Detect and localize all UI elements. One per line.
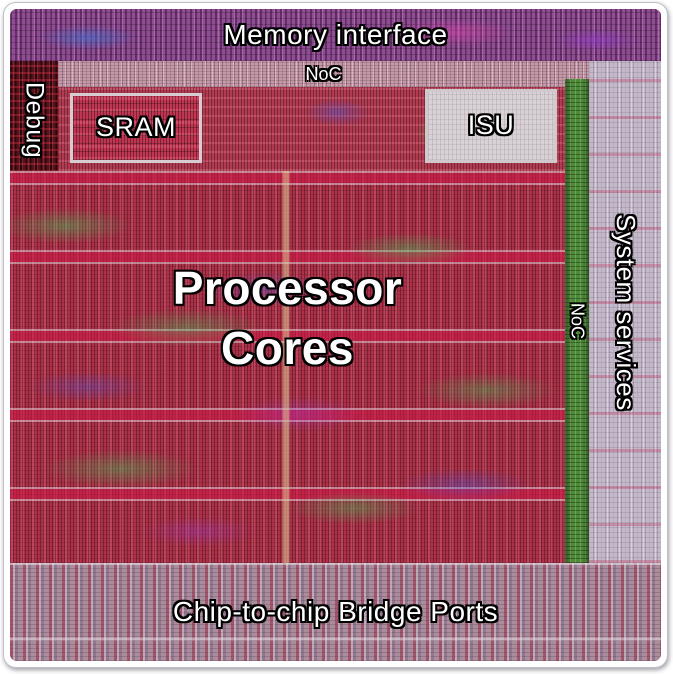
system-services-label: System services <box>610 213 641 411</box>
sram-label: SRAM <box>95 112 176 143</box>
processor-cores-line2: Cores <box>221 321 354 374</box>
processor-cores-line1: Processor <box>172 262 403 314</box>
region-debug: Debug <box>10 61 58 179</box>
region-noc-top: NoC <box>58 61 589 87</box>
region-bridge-ports: Chip-to-chip Bridge Ports <box>10 563 661 661</box>
memory-interface-label: Memory interface <box>223 18 448 50</box>
region-isu: ISU <box>425 89 557 163</box>
die-photo-frame: Memory interface Debug NoC SRAM ISU Proc… <box>3 2 668 668</box>
isu-label: ISU <box>467 110 515 141</box>
bridge-ports-label: Chip-to-chip Bridge Ports <box>172 595 499 627</box>
region-system-services: System services <box>589 61 661 563</box>
noc-top-label: NoC <box>305 63 342 84</box>
region-noc-right: NoC <box>565 79 589 563</box>
processor-cores-label: Processor Cores <box>10 259 565 379</box>
chip-die: Memory interface Debug NoC SRAM ISU Proc… <box>10 9 661 661</box>
region-sram: SRAM <box>70 93 202 163</box>
region-memory-interface: Memory interface <box>10 9 661 61</box>
region-processor-cores: Processor Cores <box>10 171 565 563</box>
debug-label: Debug <box>20 81 49 159</box>
noc-right-label: NoC <box>567 302 588 339</box>
